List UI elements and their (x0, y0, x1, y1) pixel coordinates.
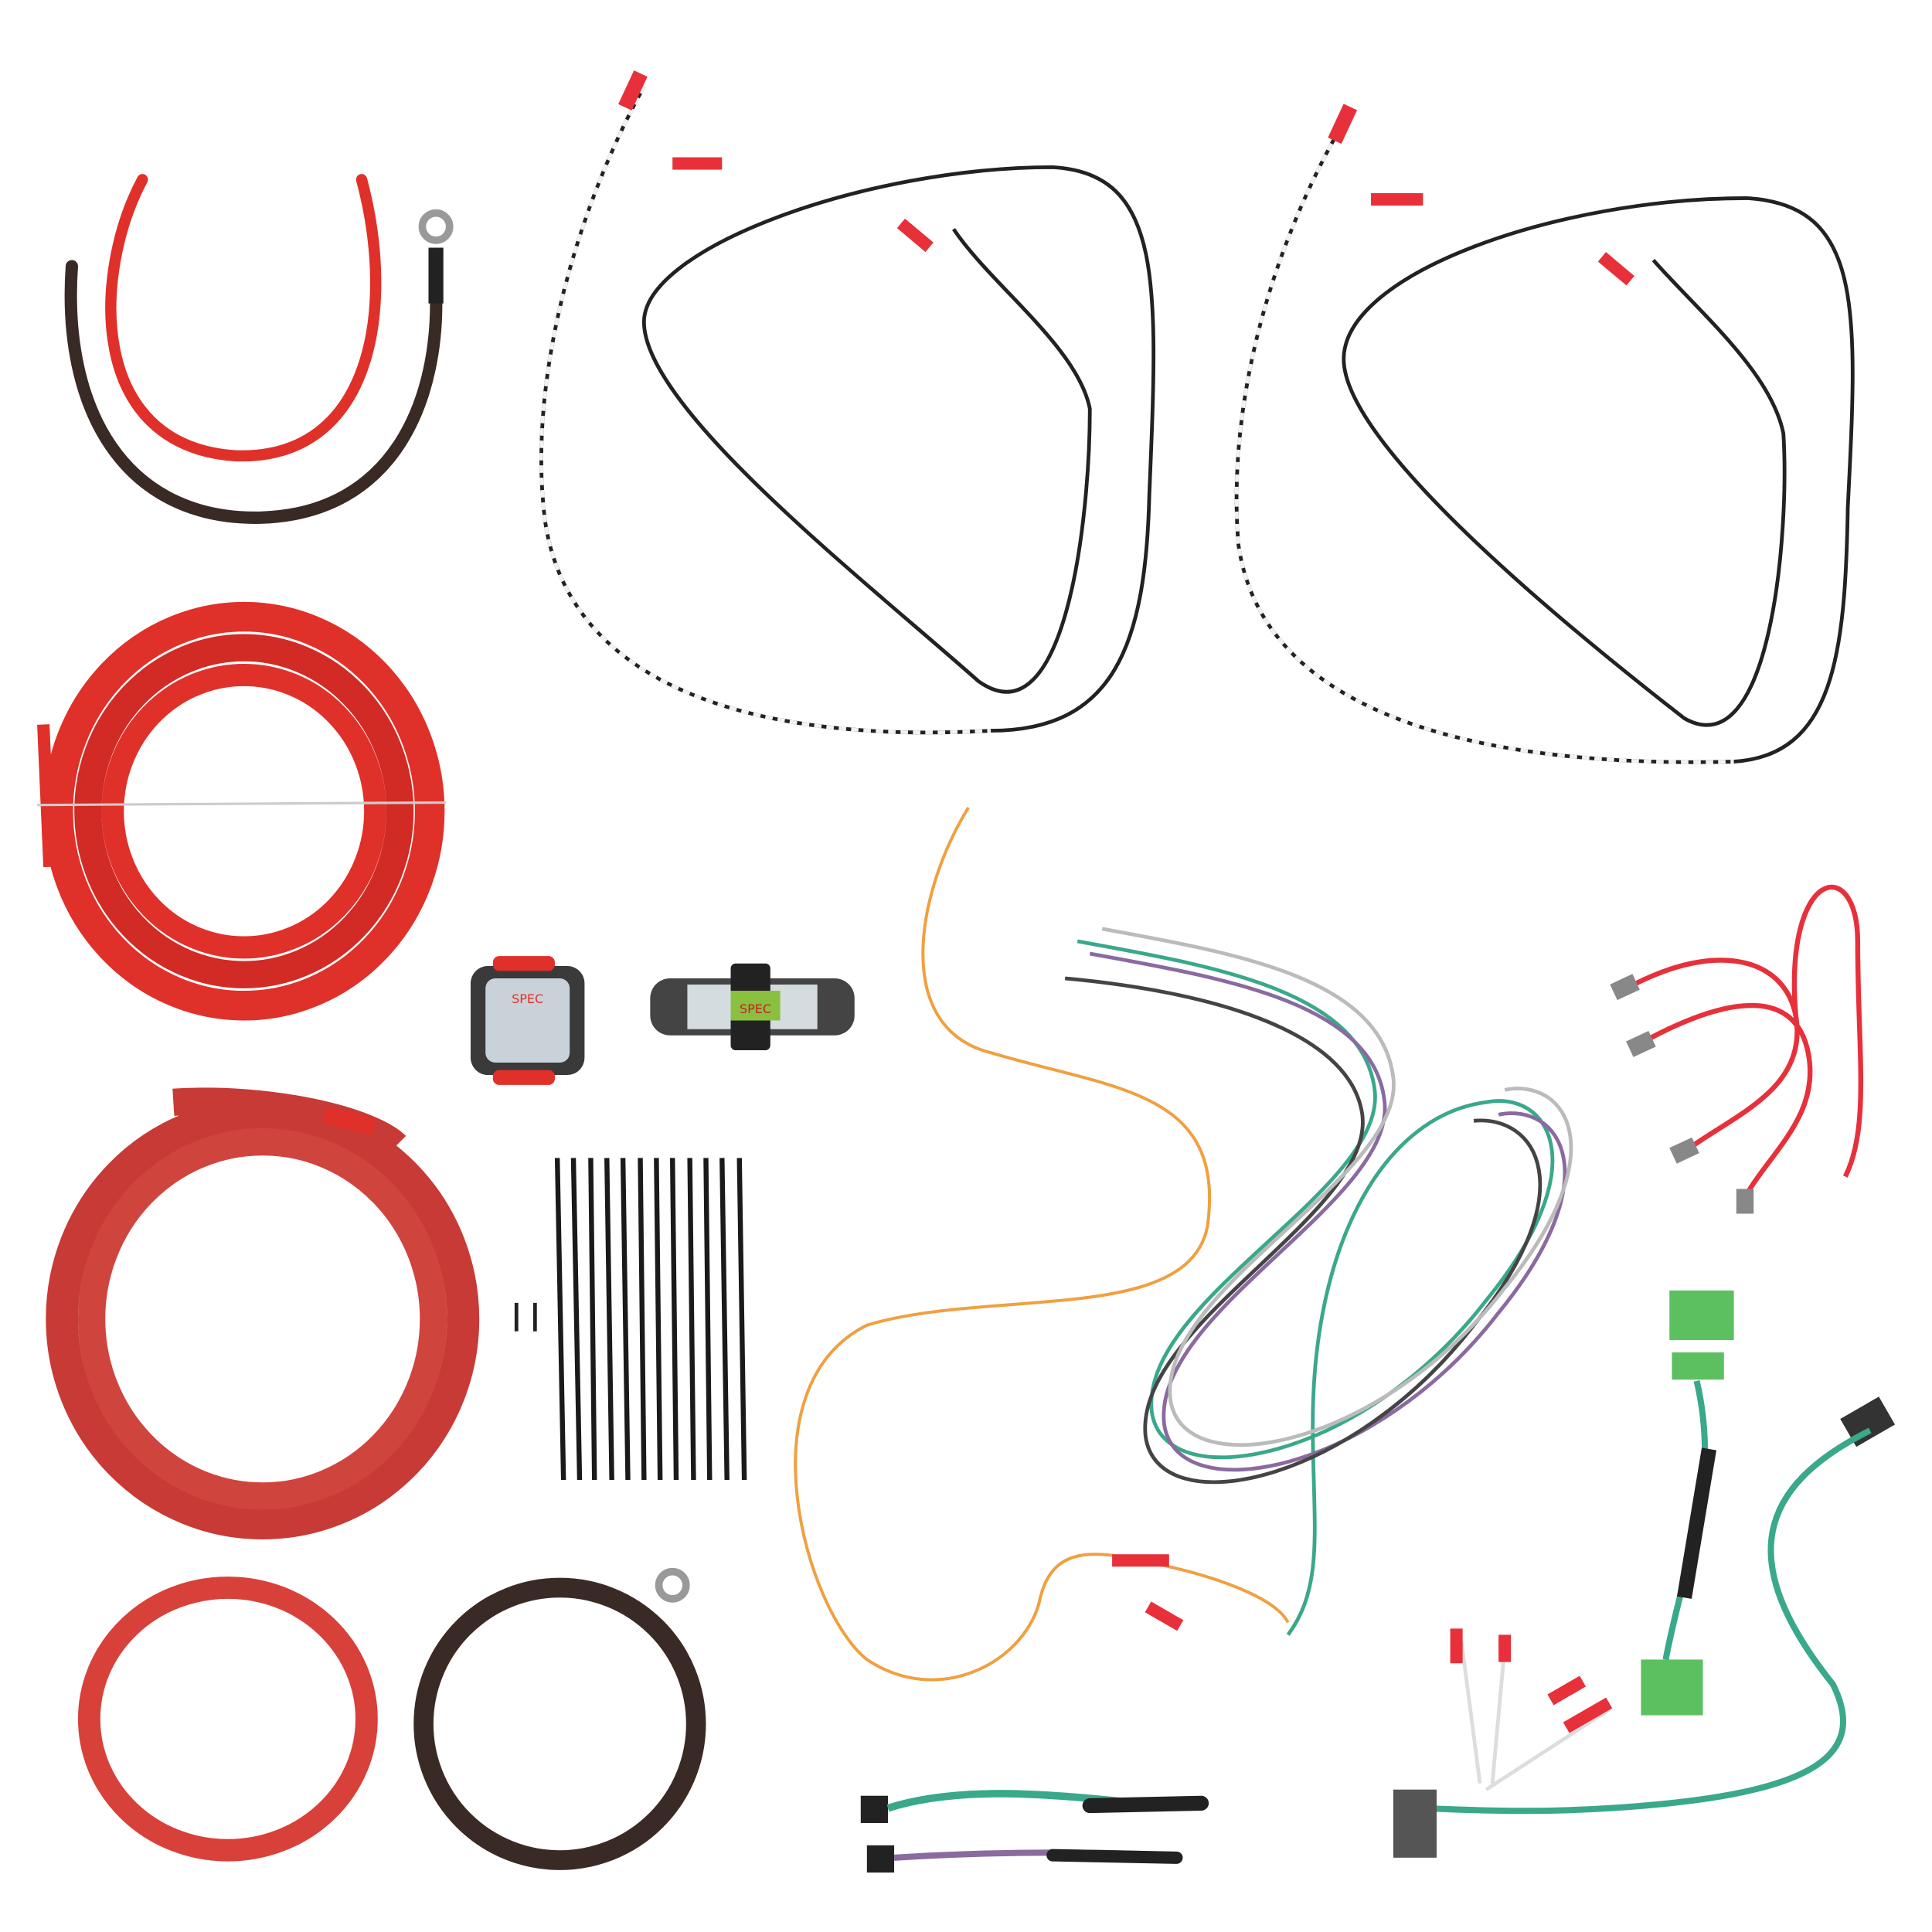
trigger-terminals (1112, 1554, 1184, 1631)
zip-ties (554, 1158, 747, 1481)
small-adapter-harnesses (860, 1790, 1209, 1873)
small-ground-cable-coil (413, 1567, 706, 1870)
ring-terminal (418, 209, 454, 244)
small-red-cable-coil (77, 1577, 378, 1862)
rca-interconnect-cable (1610, 884, 1864, 1214)
fuse-holder-inline: SPEC (650, 963, 855, 1050)
t-harness (1393, 1290, 1896, 1858)
logo-spec: SPEC (740, 1002, 771, 1016)
ring-terminal-crimp (428, 247, 444, 304)
screws (514, 1302, 537, 1332)
logo-spec: SPEC (512, 992, 543, 1006)
coiled-red-power-cable (46, 1087, 480, 1539)
main-wiring-harness (1064, 927, 1573, 1636)
short-power-ground-cables (64, 174, 454, 524)
remote-trigger-wire (794, 806, 1290, 1682)
speaker-wire-loop-right (1234, 104, 1855, 764)
speaker-wire-loop-left (539, 70, 1156, 735)
fuse-holder-small: SPEC (470, 956, 585, 1085)
coiled-red-power-wire (37, 601, 446, 1021)
